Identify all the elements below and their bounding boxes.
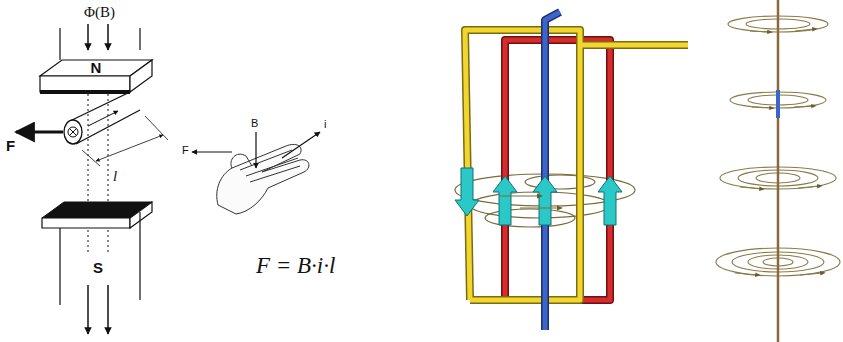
magnet-pole: N xyxy=(84,59,108,78)
length-label: l xyxy=(113,168,117,185)
field-label: B xyxy=(251,117,258,129)
force-label: F xyxy=(6,138,15,155)
magnet-pole: S xyxy=(86,259,110,278)
formula: F = B·i·l xyxy=(256,253,335,278)
current-label: i xyxy=(324,118,326,130)
pole-letter: N xyxy=(91,60,102,77)
coil-field xyxy=(455,12,688,330)
pole-letter: S xyxy=(93,260,103,277)
force-label: F xyxy=(182,144,189,156)
magnet xyxy=(16,24,168,334)
flux-label: Φ(B) xyxy=(84,4,115,21)
wire-field xyxy=(716,0,840,342)
left-hand xyxy=(192,132,320,214)
